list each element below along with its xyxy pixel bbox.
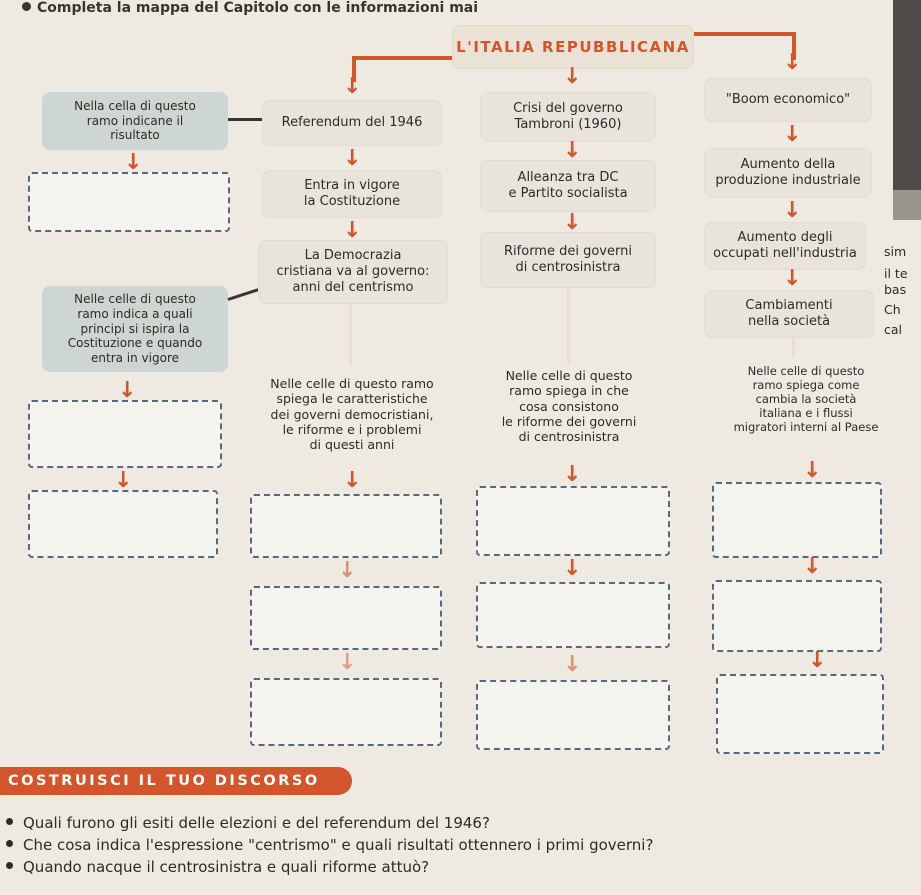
connector-line [228, 118, 262, 121]
arrow-down-icon: ↓ [563, 210, 582, 235]
arrow-down-icon: ↓ [808, 648, 827, 673]
section-title: COSTRUISCI IL TUO DISCORSO [0, 767, 352, 795]
instruction-box-col1-result: Nella cella di questo ramo indicane il r… [42, 92, 228, 150]
arrow-down-icon: ↓ [343, 468, 362, 493]
question-item: Che cosa indica l'espressione "centrismo… [6, 836, 653, 854]
answer-cell[interactable] [28, 490, 218, 558]
answer-cell[interactable] [250, 494, 442, 558]
arrow-down-icon: ↓ [118, 378, 137, 403]
arrow-down-icon: ↓ [803, 554, 822, 579]
instruction-box-col1-principles: Nelle celle di questo ramo indica a qual… [42, 286, 228, 372]
arrow-down-icon: ↓ [124, 150, 143, 175]
map-title: L'ITALIA REPUBBLICANA [452, 25, 694, 69]
side-text: cal [884, 322, 903, 337]
side-text: bas [884, 282, 907, 297]
arrow-down-icon: ↓ [114, 468, 133, 493]
arrow-down-icon: ↓ [783, 50, 802, 75]
instruction-text-col4: Nelle celle di questo ramo spiega come c… [733, 364, 879, 435]
side-text: il te [884, 266, 908, 281]
arrow-down-icon: ↓ [783, 266, 802, 291]
connector-line [227, 287, 261, 301]
arrow-down-icon: ↓ [563, 138, 582, 163]
connector-line [567, 288, 570, 364]
node-riforme-centrosinistra: Riforme dei governi di centrosinistra [480, 232, 656, 288]
photo-strip [893, 0, 921, 190]
node-alleanza-dc-ps: Alleanza tra DC e Partito socialista [480, 160, 656, 212]
arrow-down-icon: ↓ [783, 122, 802, 147]
answer-cell[interactable] [250, 678, 442, 746]
side-text: sim [884, 244, 907, 259]
arrow-down-icon: ↓ [338, 558, 357, 583]
node-occupati-industria: Aumento degli occupati nell'industria [704, 222, 866, 270]
instruction-text-col2: Nelle celle di questo ramo spiega le car… [270, 376, 434, 452]
photo-strip-lower [893, 190, 921, 220]
arrow-down-icon: ↓ [563, 556, 582, 581]
arrow-down-icon: ↓ [803, 458, 822, 483]
connector-line [792, 338, 795, 358]
instruction-text-col3: Nelle celle di questo ramo spiega in che… [501, 368, 637, 444]
node-centrismo: La Democrazia cristiana va al governo: a… [258, 240, 448, 304]
answer-cell[interactable] [476, 680, 670, 750]
question-item: Quando nacque il centrosinistra e quali … [6, 858, 429, 876]
bullet-icon [6, 840, 13, 847]
node-cambiamenti-societa: Cambiamenti nella società [704, 290, 874, 338]
answer-cell[interactable] [712, 580, 882, 652]
connector-line [352, 56, 356, 82]
bullet-icon [22, 2, 31, 11]
arrow-down-icon: ↓ [343, 74, 362, 99]
answer-cell[interactable] [476, 486, 670, 556]
answer-cell[interactable] [28, 172, 230, 232]
node-crisi-tambroni: Crisi del governo Tambroni (1960) [480, 92, 656, 142]
answer-cell[interactable] [250, 586, 442, 650]
bullet-icon [6, 862, 13, 869]
arrow-down-icon: ↓ [783, 198, 802, 223]
arrow-down-icon: ↓ [343, 146, 362, 171]
arrow-down-icon: ↓ [563, 462, 582, 487]
arrow-down-icon: ↓ [343, 218, 362, 243]
node-boom-economico: "Boom economico" [704, 78, 872, 122]
connector-line [349, 304, 352, 366]
node-produzione-industriale: Aumento della produzione industriale [704, 148, 872, 198]
connector-line [694, 32, 796, 36]
node-costituzione: Entra in vigore la Costituzione [262, 170, 442, 218]
answer-cell[interactable] [716, 674, 884, 754]
arrow-down-icon: ↓ [563, 652, 582, 677]
bullet-icon [6, 818, 13, 825]
side-text: Ch [884, 302, 901, 317]
question-item: Quali furono gli esiti delle elezioni e … [6, 814, 490, 832]
connector-line [352, 56, 452, 60]
arrow-down-icon: ↓ [563, 64, 582, 89]
connector-line [792, 32, 796, 60]
answer-cell[interactable] [712, 482, 882, 558]
instruction-header: Completa la mappa del Capitolo con le in… [22, 0, 478, 16]
arrow-down-icon: ↓ [338, 650, 357, 675]
answer-cell[interactable] [28, 400, 222, 468]
answer-cell[interactable] [476, 582, 670, 648]
node-referendum-1946: Referendum del 1946 [262, 100, 442, 146]
